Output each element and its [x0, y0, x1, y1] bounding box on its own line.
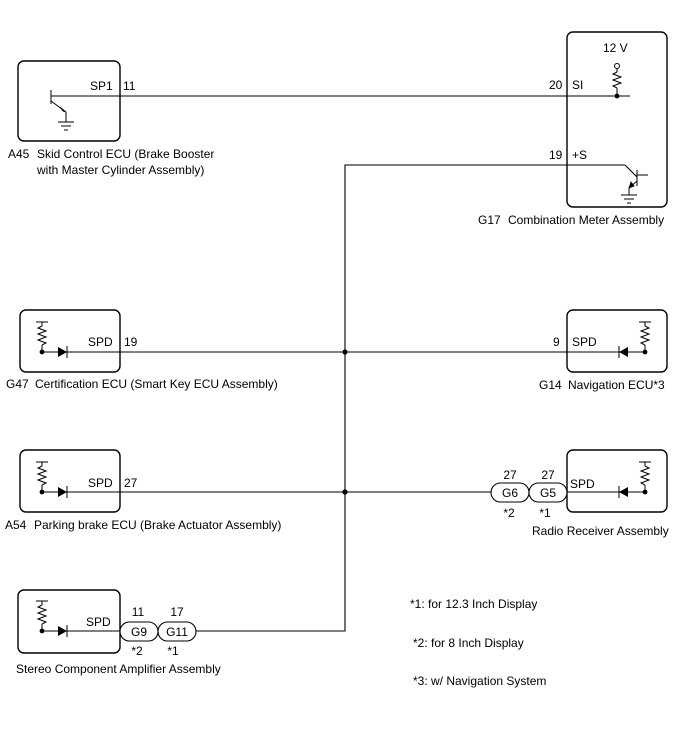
a54-pin-name: SPD	[88, 476, 113, 490]
stereo-pin-name: SPD	[86, 615, 111, 629]
connector-g5-pin: 27	[541, 468, 555, 482]
footnote-3: *3: w/ Navigation System	[413, 674, 546, 688]
g17-voltage: 12 V	[603, 41, 628, 55]
connector-g9-label: G9	[131, 625, 147, 639]
diode-resistor-icon	[567, 461, 651, 498]
a45-code: A45	[8, 147, 30, 161]
a54-pin-no: 27	[124, 476, 138, 490]
component-radio-receiver: SPD Radio Receiver Assembly	[532, 449, 669, 538]
component-g47: SPD 19 G47 Certification ECU (Smart Key …	[6, 309, 278, 391]
g47-code: G47	[6, 377, 29, 391]
connector-g5-note: *1	[539, 506, 551, 520]
connector-g6-label: G6	[502, 486, 518, 500]
radio-box	[566, 449, 668, 513]
g17-pin-si-name: SI	[572, 78, 583, 92]
wire-bus-vertical	[196, 164, 567, 632]
diode-resistor-icon	[36, 321, 120, 358]
a45-box	[17, 60, 121, 142]
a54-box	[19, 449, 121, 513]
component-a45: SP1 11 A45 Skid Control ECU (Brake Boost…	[8, 60, 214, 177]
g14-code: G14	[539, 378, 562, 392]
a54-name: Parking brake ECU (Brake Actuator Assemb…	[34, 518, 281, 532]
g17-code: G17	[478, 213, 501, 227]
g47-pin-no: 19	[124, 335, 138, 349]
connector-g11-note: *1	[167, 644, 179, 658]
connector-g5-body	[528, 482, 568, 503]
a45-pin-no: 11	[123, 79, 136, 93]
g47-name: Certification ECU (Smart Key ECU Assembl…	[35, 377, 278, 391]
connector-g5: G5 27 *1	[528, 468, 568, 520]
g17-pin-si-no: 20	[549, 78, 563, 92]
connector-g9: G9 11 *2	[119, 605, 159, 658]
a45-name-line2: with Master Cylinder Assembly)	[36, 163, 204, 177]
a54-code: A54	[5, 518, 27, 532]
connector-g9-note: *2	[131, 644, 143, 658]
transistor-icon	[567, 164, 648, 204]
transistor-icon	[50, 90, 120, 131]
connector-g11: G11 17 *1	[157, 605, 197, 658]
footnote-1: *1: for 12.3 Inch Display	[410, 597, 537, 611]
g14-name: Navigation ECU*3	[568, 378, 665, 392]
connector-g6-note: *2	[503, 506, 515, 520]
component-a54: SPD 27 A54 Parking brake ECU (Brake Actu…	[5, 449, 281, 532]
g17-pin-s-name: +S	[572, 148, 587, 162]
splice-point-2	[342, 489, 348, 495]
component-stereo-amplifier: SPD Stereo Component Amplifier Assembly	[16, 589, 221, 676]
g17-box	[566, 31, 668, 208]
g17-pin-s-no: 19	[549, 148, 563, 162]
g47-box	[19, 309, 121, 373]
a45-pin-name: SP1	[90, 79, 113, 93]
component-g17: 12 V 20 SI 19 +S G17 Combination Meter A…	[478, 31, 668, 227]
connector-g5-label: G5	[540, 486, 556, 500]
diode-resistor-icon	[567, 321, 651, 358]
wires	[120, 95, 567, 632]
radio-pin-name: SPD	[570, 477, 595, 491]
diode-resistor-icon	[36, 461, 120, 498]
diode-resistor-icon	[36, 600, 120, 637]
connector-g6-pin: 27	[503, 468, 517, 482]
connector-g11-body	[157, 621, 197, 642]
footnotes: *1: for 12.3 Inch Display *2: for 8 Inch…	[410, 597, 546, 688]
footnote-2: *2: for 8 Inch Display	[413, 636, 524, 650]
g47-pin-name: SPD	[88, 335, 113, 349]
g14-box	[566, 309, 668, 373]
component-g14: 9 SPD G14 Navigation ECU*3	[539, 309, 668, 392]
connector-g11-pin: 17	[170, 605, 184, 619]
connector-g11-label: G11	[166, 625, 188, 639]
g14-pin-no: 9	[553, 335, 560, 349]
a45-name-line1: Skid Control ECU (Brake Booster	[37, 147, 214, 161]
pullup-resistor-icon	[567, 63, 630, 99]
radio-name: Radio Receiver Assembly	[532, 524, 669, 538]
splice-point-1	[342, 349, 348, 355]
connector-g9-pin: 11	[132, 605, 145, 619]
g17-name: Combination Meter Assembly	[508, 213, 664, 227]
stereo-name: Stereo Component Amplifier Assembly	[16, 662, 221, 676]
stereo-box	[17, 589, 121, 654]
connector-g6: G6 27 *2	[490, 468, 530, 520]
g14-pin-name: SPD	[572, 335, 597, 349]
